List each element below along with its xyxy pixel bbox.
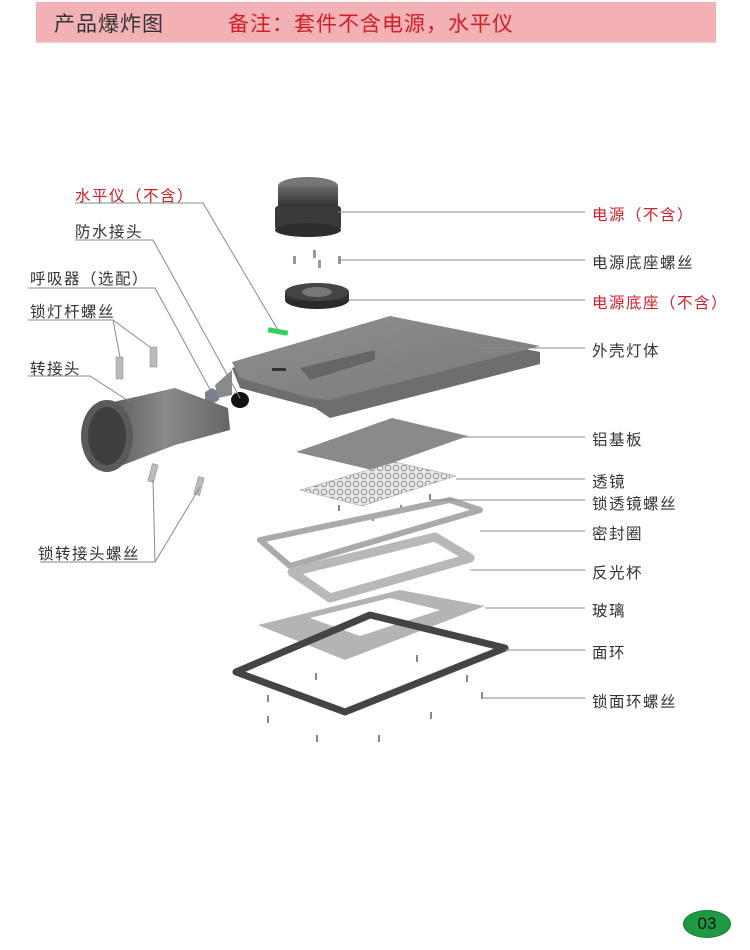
label-reflector: 反光杯 (592, 564, 644, 582)
label-lens-screws: 锁透镜螺丝 (592, 495, 678, 513)
label-aluminum-board: 铝基板 (592, 431, 644, 449)
reflector-part (287, 532, 475, 603)
lens-part (299, 461, 457, 507)
label-waterproof-connector: 防水接头 (75, 223, 144, 241)
label-lens: 透镜 (592, 473, 627, 491)
pole-screws (115, 346, 158, 380)
label-glass: 玻璃 (592, 602, 627, 620)
label-pole-lock-screws: 锁灯杆螺丝 (30, 303, 116, 321)
power-base-part (285, 283, 349, 309)
level-bubble-part (267, 327, 289, 336)
face-ring-part (232, 611, 509, 716)
leader-lines (28, 202, 585, 699)
page-number-badge: 03 (683, 910, 731, 938)
seal-ring-part (257, 497, 483, 569)
face-ring-screws (267, 655, 483, 742)
adapter-part (81, 388, 230, 472)
page-title: 产品爆炸图 (54, 12, 164, 36)
label-face-ring-screws: 锁面环螺丝 (592, 693, 678, 711)
adapter-lock-screws (147, 463, 205, 496)
label-power-not-included: 电源（不含） (592, 206, 695, 224)
aluminum-board-part (296, 418, 468, 470)
waterproof-connector-part (231, 392, 249, 408)
power-base-screws (293, 250, 341, 268)
header-banner: 产品爆炸图 备注：套件不含电源，水平仪 (36, 2, 716, 42)
power-supply-part (275, 177, 341, 237)
label-face-ring: 面环 (592, 644, 627, 662)
housing-part (232, 316, 540, 418)
label-power-base-not-included: 电源底座（不含） (592, 294, 729, 312)
header-note: 备注：套件不含电源，水平仪 (228, 12, 514, 36)
label-adapter: 转接头 (30, 360, 82, 378)
label-seal-ring: 密封圈 (592, 525, 644, 543)
label-housing: 外壳灯体 (592, 342, 661, 360)
breather-part (205, 388, 219, 404)
label-breather: 呼吸器（选配） (30, 270, 150, 288)
label-power-base-screws: 电源底座螺丝 (592, 254, 695, 272)
label-level-not-included: 水平仪（不含） (75, 187, 195, 205)
label-adapter-lock-screws: 锁转接头螺丝 (38, 545, 141, 563)
